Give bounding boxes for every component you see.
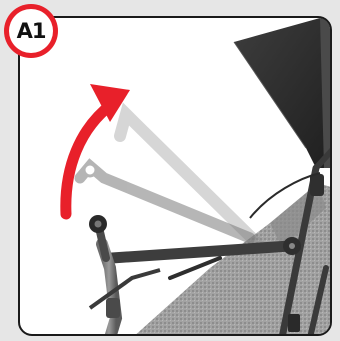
canopy bbox=[234, 18, 332, 168]
step-badge: A1 bbox=[4, 4, 58, 58]
step-label: A1 bbox=[9, 9, 53, 53]
bumper-bar-ghost-upper bbox=[120, 114, 260, 246]
illustration-panel bbox=[18, 16, 332, 336]
curved-arrow-up-icon bbox=[66, 84, 130, 214]
stroller-illustration bbox=[20, 18, 332, 336]
